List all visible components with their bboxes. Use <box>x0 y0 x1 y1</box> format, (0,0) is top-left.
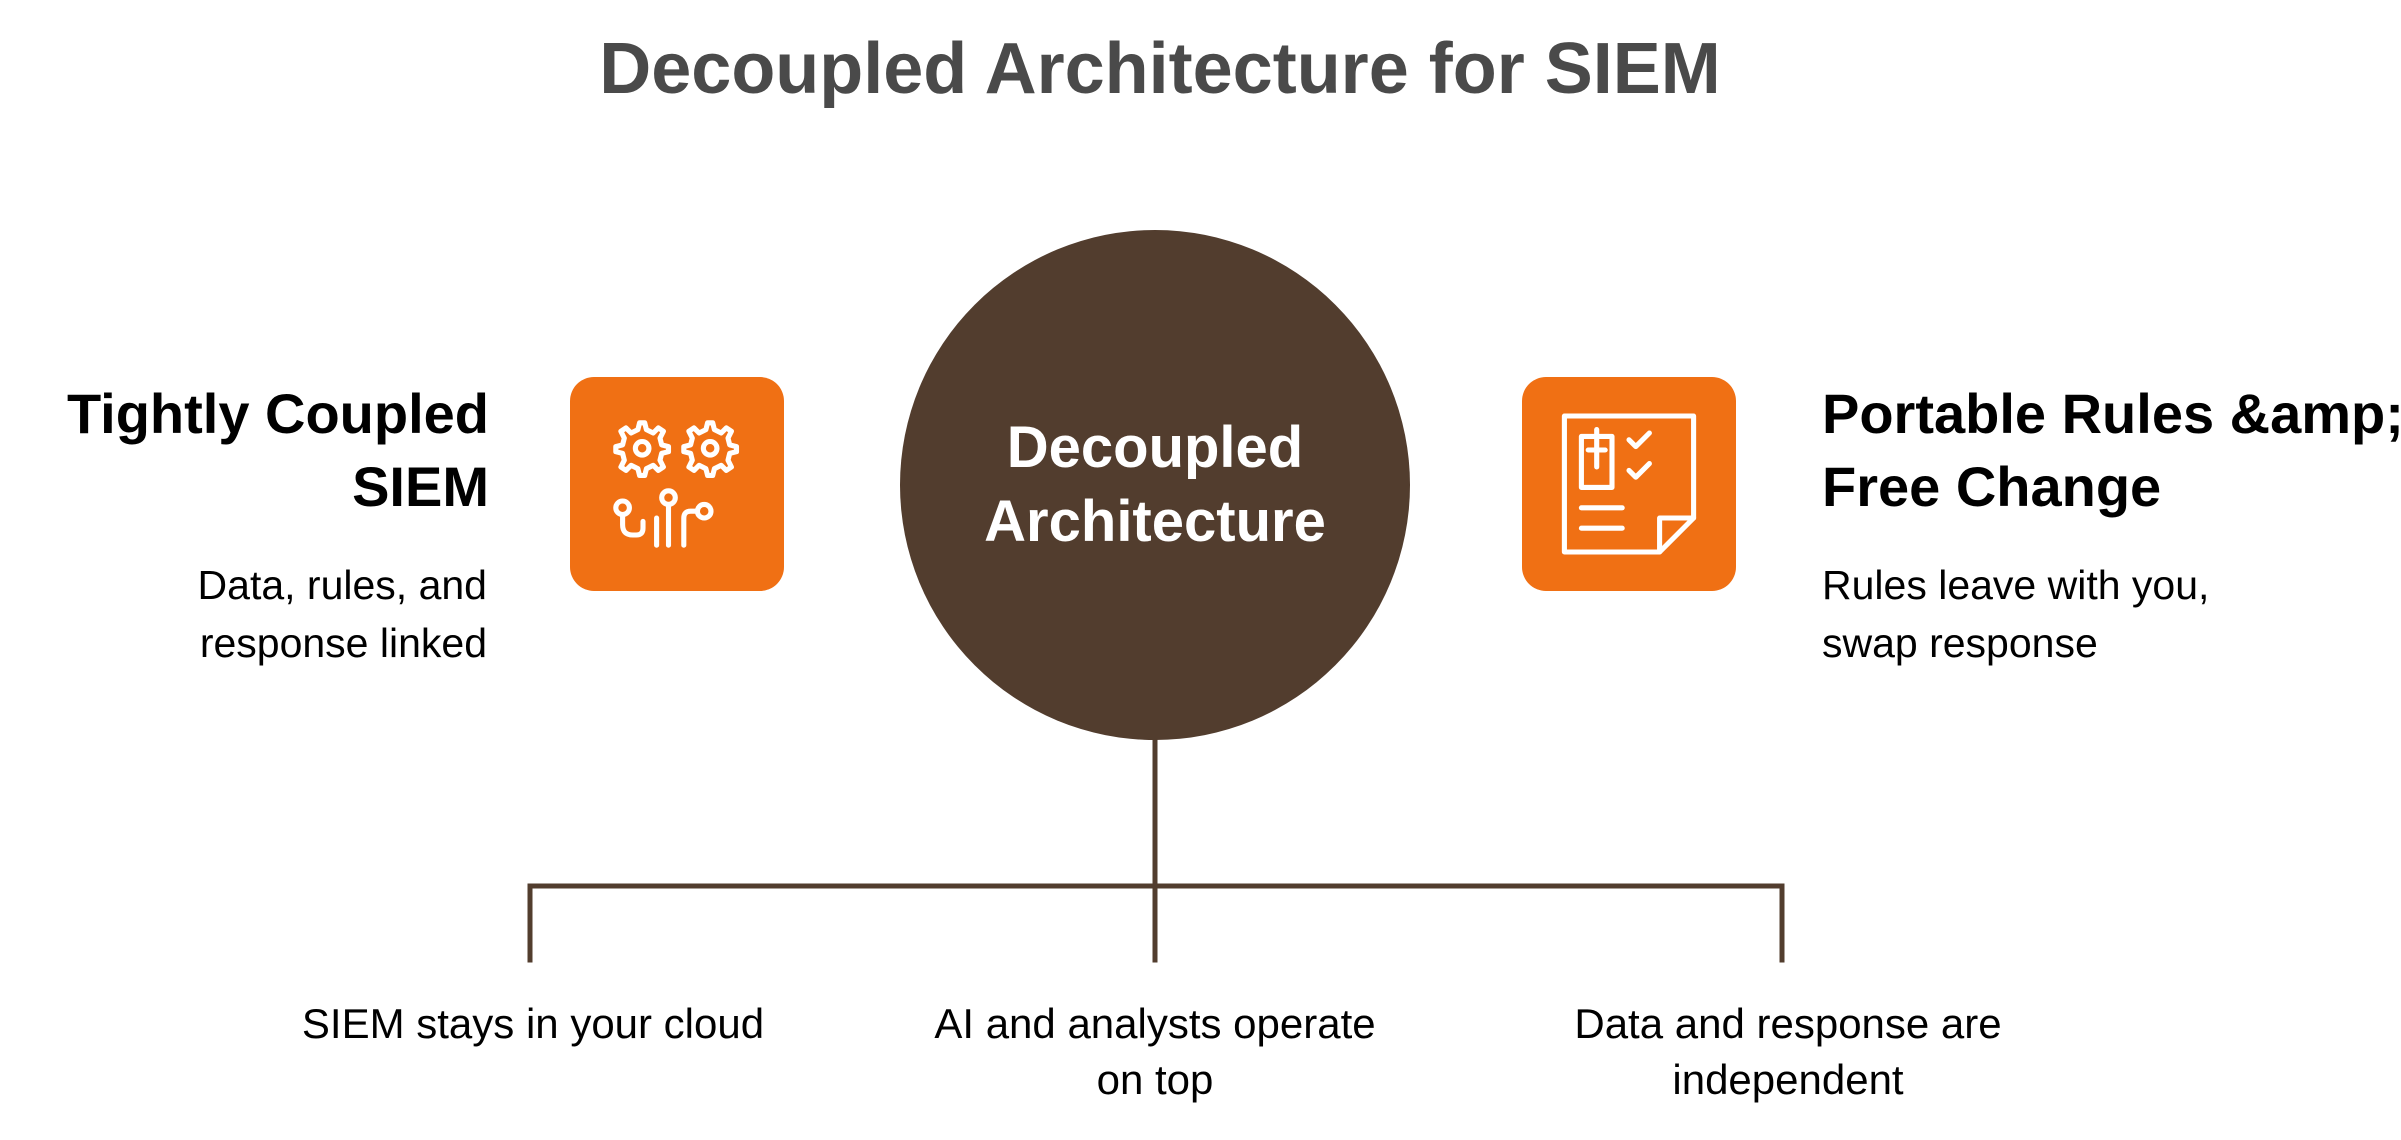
branch-2-line-2: on top <box>1096 1056 1214 1104</box>
right-desc-line-2: swap response <box>1822 620 2098 667</box>
right-title-line-2: Free Change <box>1822 454 2162 518</box>
left-title-line-2: SIEM <box>352 454 489 518</box>
right-node-title: Portable Rules &amp; Free Change <box>1822 378 2401 524</box>
left-node-title: Tightly Coupled SIEM <box>67 378 489 524</box>
diagram-title: Decoupled Architecture for SIEM <box>599 29 1721 109</box>
left-node-description: Data, rules, and response linked <box>198 556 487 672</box>
branch-label-siem-cloud: SIEM stays in your cloud <box>253 996 813 1052</box>
gears-and-circuit-icon <box>613 420 740 548</box>
branch-3-line-2: independent <box>1672 1056 1904 1104</box>
left-icon-tile <box>570 377 784 591</box>
left-desc-line-1: Data, rules, and <box>197 562 487 608</box>
right-icon-tile <box>1522 377 1736 591</box>
right-node-description: Rules leave with you, swap response <box>1822 556 2209 672</box>
gear-icon <box>681 420 740 479</box>
branch-3-line-1: Data and response are <box>1574 1000 2002 1047</box>
branch-label-ai-analysts: AI and analysts operate on top <box>875 996 1435 1109</box>
branch-1-line-1: SIEM stays in your cloud <box>301 1000 765 1047</box>
left-title-line-1: Tightly Coupled <box>66 382 489 445</box>
left-desc-line-2: response linked <box>199 620 487 667</box>
checklist-document-icon <box>1561 413 1697 555</box>
hub-label-line-2: Architecture <box>984 489 1326 554</box>
branch-label-independent: Data and response are independent <box>1508 996 2068 1109</box>
right-title-line-1: Portable Rules &amp; <box>1822 382 2401 445</box>
right-desc-line-1: Rules leave with you, <box>1822 562 2210 608</box>
branch-2-line-1: AI and analysts operate <box>934 1000 1376 1047</box>
hub-label-line-1: Decoupled <box>1006 414 1304 480</box>
central-hub-circle: Decoupled Architecture <box>900 230 1410 740</box>
gear-icon <box>613 420 672 479</box>
